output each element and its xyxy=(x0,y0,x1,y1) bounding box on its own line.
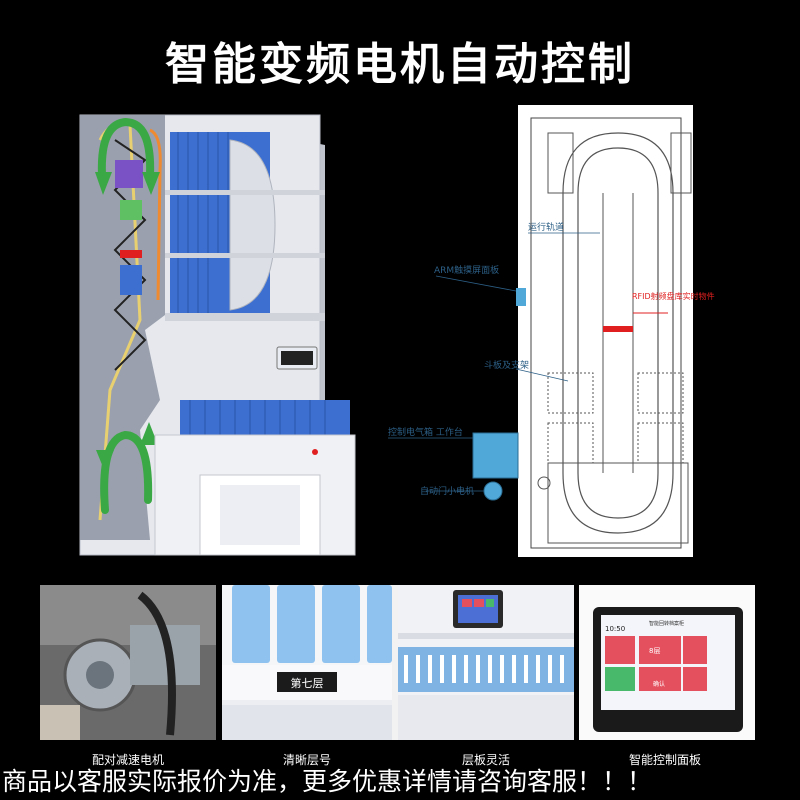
caption-layer-number: 清晰层号 xyxy=(282,753,331,767)
layer-plate: 第七层 xyxy=(291,676,324,690)
label-rfid: RFID射频盘库实时物件 xyxy=(632,291,715,301)
caption-shelf: 层板灵活 xyxy=(461,753,510,767)
label-motor: 自动门小电机 xyxy=(420,485,474,497)
page-title: 智能变频电机自动控制 xyxy=(165,39,635,90)
thumbnail-control-panel: 10:50 智能回转档案柜 8层 确认 xyxy=(579,585,755,740)
technical-diagram: 运行轨道 ARM触摸屏面板 RFID射频盘库实时物件 斗板及支架 控制电气箱 工… xyxy=(388,93,758,563)
thumbnail-layer-number: 第七层 xyxy=(222,585,398,740)
cabinet-illustration xyxy=(70,100,370,560)
caption-motor: 配对减速电机 xyxy=(91,753,164,767)
screen-tile-confirm: 确认 xyxy=(653,680,665,688)
screen-tile-layer: 8层 xyxy=(649,647,660,655)
label-bucket: 斗板及支架 xyxy=(484,359,529,371)
caption-control-panel: 智能控制面板 xyxy=(628,753,701,767)
label-track: 运行轨道 xyxy=(528,221,564,233)
price-notice: 商品以客服实际报价为准，更多优惠详情请咨询客服！！！ xyxy=(2,767,653,796)
screen-time: 10:50 xyxy=(605,625,625,633)
thumbnail-motor xyxy=(40,585,216,740)
label-control: 控制电气箱 工作台 xyxy=(388,426,463,438)
label-arm-panel: ARM触摸屏面板 xyxy=(434,264,499,276)
rotation-arrow-icon xyxy=(97,117,155,514)
thumbnail-shelf xyxy=(398,585,574,740)
screen-title: 智能回转档案柜 xyxy=(649,620,684,627)
